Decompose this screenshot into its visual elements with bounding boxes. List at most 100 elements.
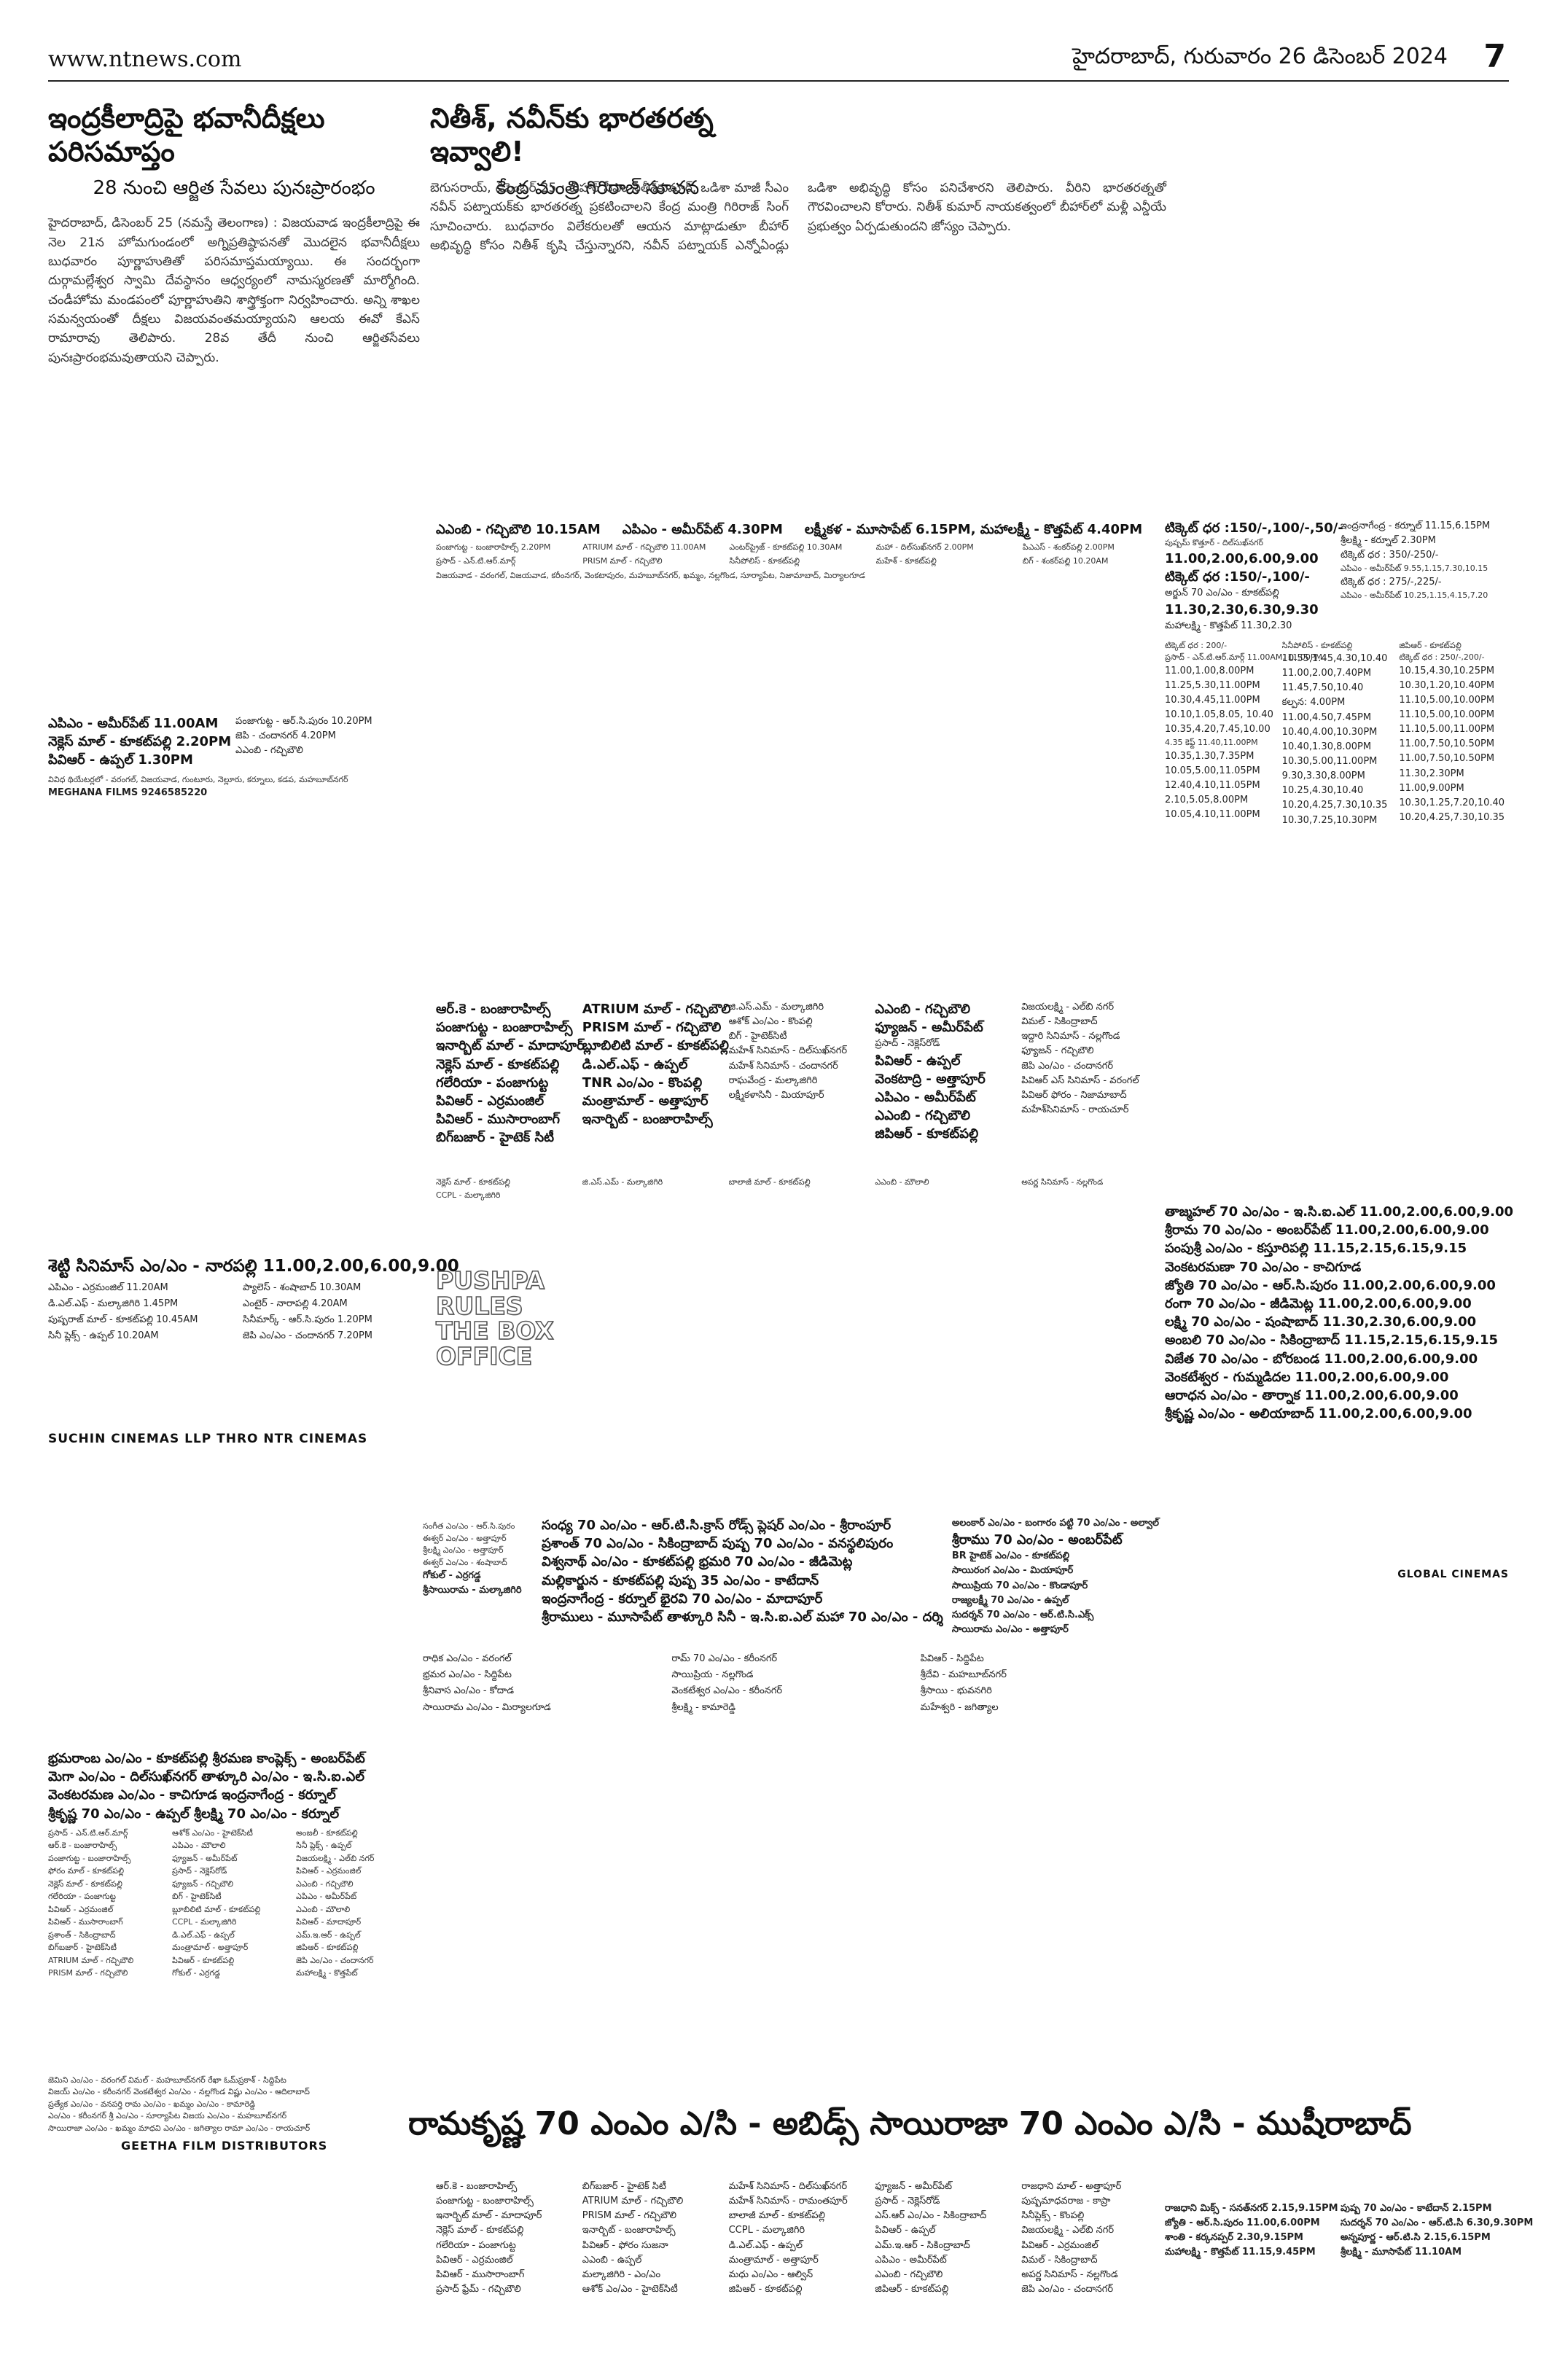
ad-line: జి.ఎస్.ఎమ్ - మల్కాజిగిరి — [728, 1002, 824, 1013]
ad-line: సినీమార్క్ - ఆర్.సి.పురం 1.20PM — [243, 1314, 372, 1326]
ad-line: 11.00,2.00,7.40PM — [1281, 668, 1372, 679]
ad-line: టిక్కెట్ ధర : 275/-,225/- — [1341, 576, 1442, 588]
ad-line: మహేశ్ సినిమాస్ - దిల్‌సుఖ్‌నగర్ — [728, 1045, 848, 1057]
ad-line: ప్రశాంత్ 70 ఎం/ఎం - సికింద్రాబాద్ పుష్ప … — [542, 1536, 894, 1552]
ad-line: ATRIUM మాల్ - గచ్చిబౌలి — [582, 1002, 731, 1017]
ad-line: కల్పన: 4.00PM — [1281, 697, 1346, 709]
ad-line: బిగ్‌బజార్ - హైటెక్‌సిటీ — [48, 1943, 117, 1953]
ad-line: ఇనార్బిట్ - బంజారాహిల్స్ — [582, 1112, 713, 1128]
ad-footer: విజయవాడ - వరంగల్, విజయవాడ, కరీంనగర్, వెం… — [436, 571, 865, 581]
ad-line: శ్రీరామ 70 ఎం/ఎం - అంబర్‌పేట్ 11.00,2.00… — [1165, 1222, 1489, 1238]
ad-line: నెక్లెస్ మాల్ - కూకట్‌పల్లి 2.20PM — [48, 734, 232, 750]
ad-line: 11.10,5.00,10.00PM — [1399, 694, 1495, 706]
ad-line: ఆశోక్ ఎం/ఎం - హైటెక్‌సిటీ — [582, 2283, 678, 2295]
ad-line: జ్యోతి - ఆర్.సి.పురం 11.00,6.00PM — [1165, 2217, 1320, 2229]
ad-line: 10.30,1.25,7.20,10.40 — [1399, 797, 1505, 808]
ad-line: 10.30,4.45,11.00PM — [1165, 694, 1260, 706]
ad-line: ఎపిఎం - అమీర్‌పేట్ — [875, 1089, 976, 1105]
ad-line: శ్రీనివాస ఎం/ఎం - కోదాడ — [423, 1685, 514, 1697]
ad-line: శ్రీలక్ష్మి - కర్నూల్ 2.30PM — [1341, 535, 1436, 547]
ad-line: ఎం/ఎం - కరీంనగర్ శ్రీ ఎం/ఎం - సూర్యాపేట … — [48, 2111, 287, 2121]
ad-line: పివిఆర్ - కూకట్‌పల్లి — [172, 1955, 235, 1965]
ad-line: ఎఎంబి - గచ్చిబౌలి — [875, 2268, 943, 2280]
ad-line: ఫ్యూజన్ - గచ్చిబౌలి — [172, 1878, 234, 1889]
ad-line: పివిఆర్ - ఉప్పల్ — [875, 2225, 936, 2236]
ad-line: బిగ్ - శంకర్‌పల్లి 10.20AM — [1022, 555, 1109, 566]
ad-line: 11.30,2.30,6.30,9.30 — [1165, 602, 1319, 618]
article-subhead: 28 నుంచి ఆర్జిత సేవలు పునఃప్రారంభం — [93, 177, 375, 200]
ad-line: జెపి ఎం/ఎం - చందానగర్ — [1021, 2283, 1114, 2295]
ad-line: విజయలక్ష్మి - ఎల్‌బి నగర్ — [1021, 1002, 1115, 1013]
ad-line: ఎపిఎం - ఎర్రమంజిల్ 11.20AM — [48, 1282, 168, 1294]
slogan-line: PUSHPA — [435, 1266, 545, 1295]
ad-line: బాలాజీ మాల్ - కూకట్‌పల్లి — [728, 2210, 826, 2222]
ad-line: గలేరియా - పంజాగుట్ట — [436, 2239, 516, 2251]
ad-line: బిగ్‌బజార్ - హైటెక్ సిటీ — [582, 2181, 666, 2192]
ad-line: మల్లికార్జున - కూకట్‌పల్లి పుష్ప 35 ఎం/ఎ… — [542, 1572, 819, 1588]
ad-line: టిక్కెట్ ధర : 350/-250/- — [1341, 550, 1439, 561]
issue-date: హైదరాబాద్, గురువారం 26 డిసెంబర్ 2024 — [1072, 44, 1448, 69]
ad-line: పుష్పమ్ కొత్తూర్ - దిల్‌సుఖ్‌నగర్ — [1165, 538, 1264, 548]
ad-line: డి.ఎల్.ఎఫ్ - ఉప్పల్ — [582, 1056, 688, 1072]
ad-line: 10.05,4.10,11.00PM — [1165, 809, 1260, 821]
ad-line: 10.35,4.20,7.45,10.00 — [1165, 724, 1271, 736]
ad-line: అంజలీ - కూకట్‌పల్లి — [296, 1827, 358, 1838]
ad-line: ఎస్.ఆర్ ఎం/ఎం - సికింద్రాబాద్ — [875, 2210, 987, 2222]
ad-line: అపర్ణ సినిమాస్ - నల్లగొండ — [1021, 2268, 1118, 2280]
ad-line: మహేశ్ సినిమాస్ - రామంతపూర్ — [728, 2196, 848, 2207]
ad-line: 11.00,4.50,7.45PM — [1281, 711, 1372, 723]
ad-line: రాజ్యలక్ష్మీ 70 ఎం/ఎం - ఉప్పల్ — [951, 1594, 1069, 1606]
ad-line: 11.10,5.00,10.00PM — [1399, 709, 1495, 720]
ad-line: పిఎఎస్ - శంకర్‌పల్లి 2.00PM — [1022, 542, 1115, 553]
ad-line: పివిఆర్ - ఫోరం సుజనా — [582, 2239, 668, 2251]
ad-line: శ్రీలక్ష్మి ఎం/ఎం - అత్తాపూర్ — [423, 1545, 504, 1555]
ad-line: ఎపిఎం - అమీర్‌పేట్ — [875, 2254, 947, 2266]
ad-line: అపర్ణ సినిమాస్ - నల్లగొండ — [1021, 1177, 1104, 1187]
article-headline: ఇంద్రకీలాద్రిపై భవానీదీక్షలు పరిసమాప్తం — [48, 102, 325, 168]
ad-line: 10.05,5.00,11.05PM — [1165, 765, 1260, 776]
ad-line: జిపిఆర్ - కూకట్‌పల్లి — [875, 1126, 979, 1142]
ad-line: ఎంటర్‌ప్రైజ్ - కూకట్‌పల్లి 10.30AM — [729, 542, 843, 553]
ad-line: విమల్ - సికింద్రాబాద్ — [1021, 2254, 1098, 2266]
ad-line: ఫోరం మాల్ - కూకట్‌పల్లి — [48, 1866, 125, 1876]
ad-line: రాజధాని మాల్ - అత్తాపూర్ — [1021, 2181, 1122, 2192]
ad-line: ఇనార్బిట్ మాల్ - మాదాపూర్ — [436, 2210, 542, 2222]
ad-line: 11.00,7.50,10.50PM — [1399, 738, 1495, 750]
ad-line: 10.10,1.05,8.05, 10.40 — [1165, 709, 1273, 720]
ad-line: 2.10,5.05,8.00PM — [1165, 795, 1249, 806]
ad-line: నెక్లెస్ మాల్ - కూకట్‌పల్లి — [436, 1177, 510, 1187]
ad-credit: MEGHANA FILMS 9246585220 — [48, 787, 208, 799]
ad-line: పివిఆర్ - ఎర్రమంజిల్ — [436, 1093, 545, 1109]
ad-line: సినీ ప్లెక్స్ - ఉప్పల్ — [296, 1841, 352, 1851]
site-url[interactable]: www.ntnews.com — [48, 47, 242, 72]
ad-line: 10.35,1.30,7.35PM — [1165, 750, 1254, 762]
ad-line: ఫ్యూజన్ - అమీర్‌పేట్ — [875, 2181, 953, 2192]
ad-global-cinemas: తాజ్మహల్ 70 ఎం/ఎం - ఇ.సి.ఐ.ఎల్ 11.00,2.0… — [1165, 1203, 1513, 1580]
ad-line: పుష్పరాజ్ మాల్ - కూకట్‌పల్లి 10.45AM — [48, 1314, 198, 1326]
ad-line: 12.40,4.10,11.05PM — [1165, 780, 1260, 792]
ad-line: CCPL - మల్కాజిగిరి — [728, 2225, 805, 2236]
ad-line: డి.ఎల్.ఎఫ్ - ఉప్పల్ — [172, 1930, 235, 1940]
ad-line: 10.40,4.00,10.30PM — [1281, 726, 1378, 738]
ad-line: ప్రసాద్ - ఎన్.టి.ఆర్.మార్గ్ — [436, 555, 516, 566]
ad-line: ఎఎంబి - మౌలాలి — [875, 1177, 929, 1187]
ad-line: పంజాగుట్ట - ఆర్.సి.పురం 10.20PM — [235, 716, 372, 727]
ad-line: మహాలక్ష్మి - కొత్తపేట్ — [296, 1968, 358, 1978]
ad-line: సినీప్లెక్స్ - కొంపల్లి — [1021, 2210, 1085, 2222]
ad-line: ఎపిఎం - అమీర్‌పేట్ 9.55,1.15,7.30,10.15 — [1341, 563, 1488, 574]
ad-line: 10.20,4.25,7.30,10.35 — [1281, 800, 1388, 811]
ad-line: ఆర్.కె - బంజారాహిల్స్ — [48, 1841, 117, 1851]
ad-line: జెపి ఎం/ఎం - చందానగర్ — [296, 1955, 374, 1965]
ad-line: 4.35 కెఫ్ట్ 11.40,11.00PM — [1165, 738, 1258, 748]
ad-line: సినీ ప్లెక్స్ - ఉప్పల్ 10.20AM — [48, 1330, 159, 1342]
ad-line: ఆరాధన ఎం/ఎం - తార్నాక 11.00,2.00,6.00,9.… — [1165, 1387, 1459, 1403]
ad-line: ఎపిఎం - అమీర్‌పేట్ — [296, 1892, 357, 1902]
ad-line: విజయ్ ఎం/ఎం - కరీంనగర్ వెంకటేశ్వర ఎం/ఎం … — [48, 2087, 310, 2097]
ad-line: మంత్రామాల్ - అత్తాపూర్ — [728, 2254, 819, 2266]
article-subhead: కేంద్ర మంత్రి గిరిరాజ్ సూచన — [496, 177, 700, 200]
article-indrakeeladri: ఇంద్రకీలాద్రిపై భవానీదీక్షలు పరిసమాప్తం … — [48, 102, 420, 367]
article-body: బెగుసరాయ్, డిసెంబర్ 25 : బీహార్ సీఎం నిత… — [430, 181, 1166, 254]
ad-line: బ్లూబిలిటి మాల్ - కూకట్‌పల్లి — [172, 1904, 261, 1914]
ad-line: ATRIUM మాల్ - గచ్చిబౌలి — [582, 2196, 684, 2207]
ad-line: ఆర్.కె - బంజారాహిల్స్ — [436, 1002, 551, 1017]
